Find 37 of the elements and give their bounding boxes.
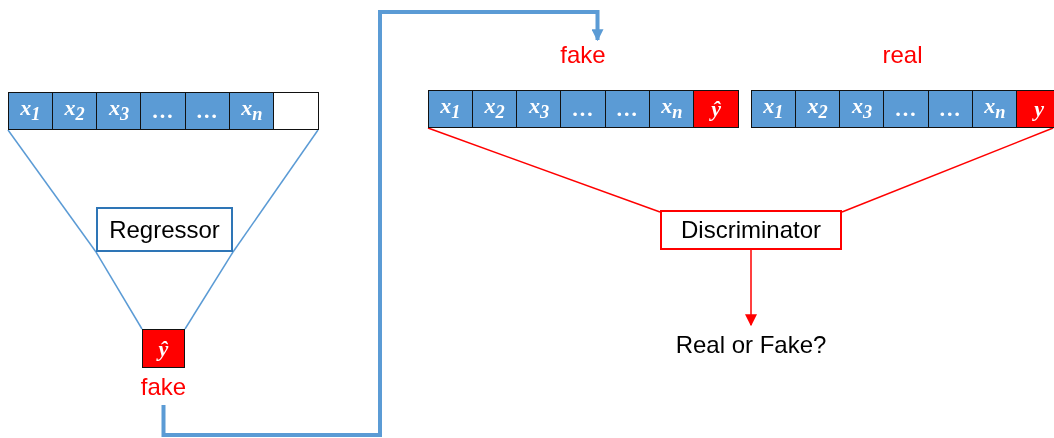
connector-line: [95, 251, 143, 330]
connector-line: [427, 127, 661, 213]
data-cell: x$_{n}$: [649, 89, 695, 128]
data-cell: …: [560, 89, 607, 128]
data-cell: x$_{3}$: [516, 89, 562, 128]
connector-line: [232, 129, 319, 253]
output-cell: ŷ: [142, 329, 185, 368]
data-cell: x$_{1}$: [750, 89, 797, 128]
arrow: [745, 249, 757, 327]
data-cell: [273, 91, 320, 130]
data-cell: x$_{3}$: [96, 91, 142, 130]
data-cell: x$_{2}$: [51, 91, 98, 130]
data-cell: x$_{3}$: [839, 89, 885, 128]
data-cell: ŷ: [693, 89, 740, 128]
data-cell: x$_{1}$: [427, 89, 474, 128]
caption-label: fake: [139, 373, 188, 401]
process-box: Regressor: [96, 207, 233, 252]
data-cell: y: [1016, 89, 1054, 128]
data-row: [8, 92, 318, 130]
data-cell: x$_{2}$: [471, 89, 518, 128]
arrow: [161, 10, 604, 437]
data-cell: …: [184, 91, 231, 130]
row-heading: fake: [559, 40, 607, 70]
data-cell: …: [604, 89, 651, 128]
data-cell: x$_{n}$: [229, 91, 275, 130]
data-cell: x$_{1}$: [7, 91, 54, 130]
data-cell: x$_{2}$: [794, 89, 841, 128]
connector-line: [184, 251, 234, 330]
result-text: Real or Fake?: [666, 325, 836, 365]
data-cell: x$_{n}$: [972, 89, 1018, 128]
data-cell: …: [927, 89, 974, 128]
data-cell: …: [140, 91, 187, 130]
connector-line: [841, 127, 1054, 213]
process-box: Discriminator: [660, 210, 842, 250]
data-cell: …: [883, 89, 930, 128]
row-heading: real: [881, 40, 924, 70]
connector-line: [7, 129, 97, 253]
